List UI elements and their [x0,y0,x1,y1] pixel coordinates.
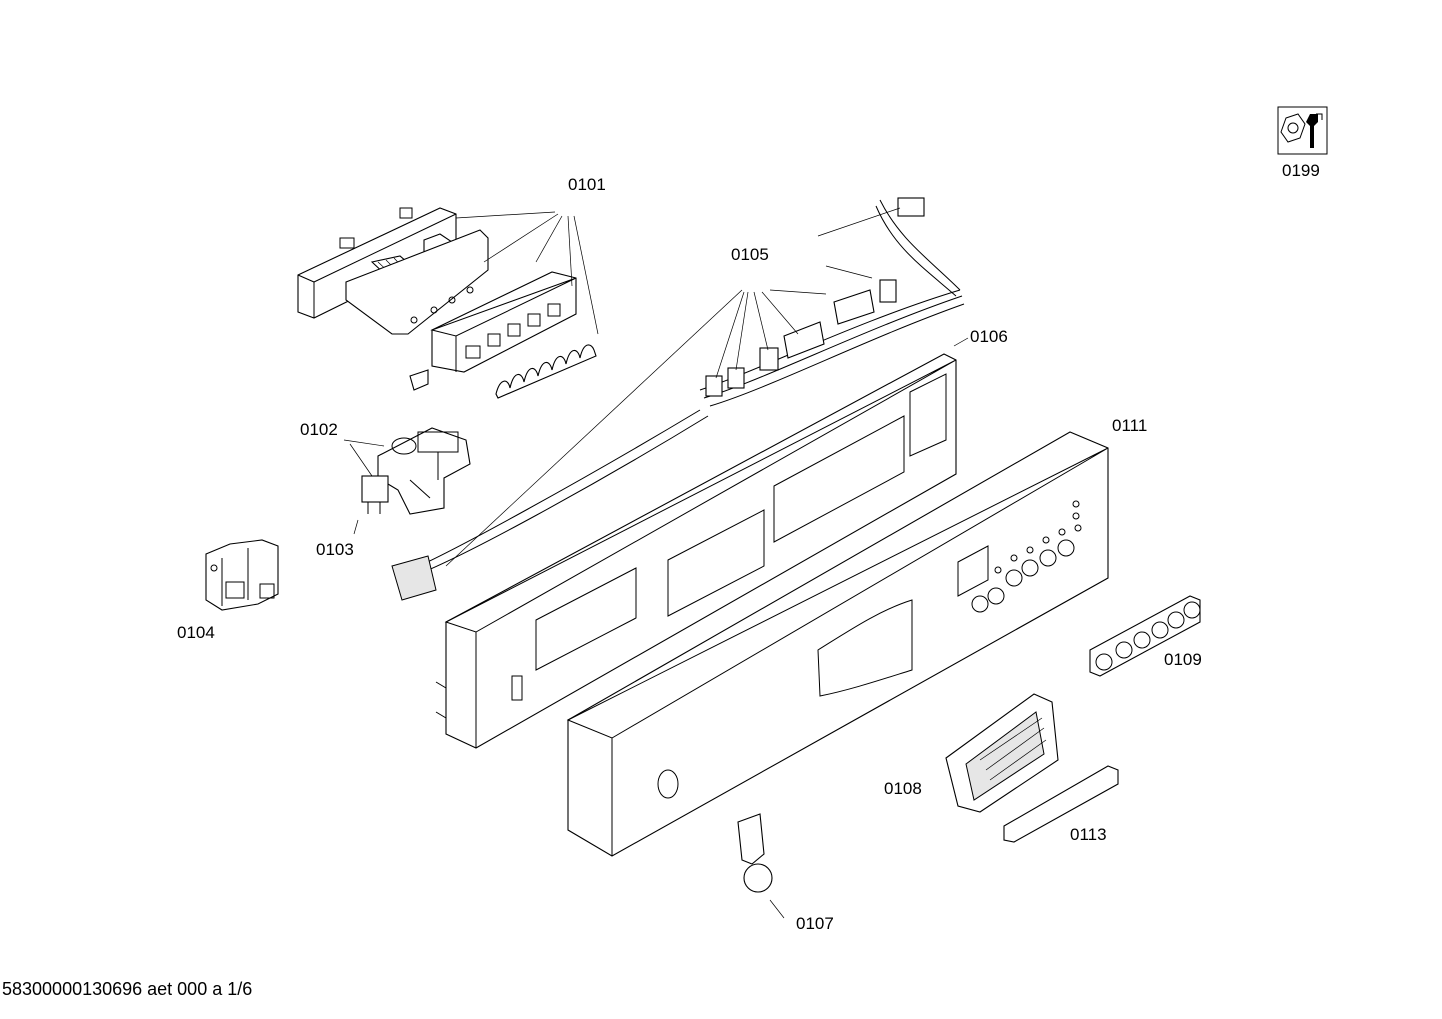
label-0113: 0113 [1070,825,1107,844]
label-0102: 0102 [300,420,338,439]
part-0104-pressure-switch [205,539,279,611]
label-0109: 0109 [1164,650,1202,669]
document-reference-footer: 58300000130696 aet 000 a 1/6 [2,979,253,999]
part-0101-control-module [297,207,599,399]
part-0113-trim-strip [1003,765,1119,843]
hex-nut-wrench-icon [1277,106,1328,155]
part-0107-latch-actuator [737,813,785,919]
label-0104: 0104 [177,623,215,642]
part-0111-front-panel [566,431,1109,857]
label-0111: 0111 [1112,416,1147,435]
label-0199: 0199 [1282,161,1320,180]
part-0103-lock-switch [353,475,389,535]
part-0109-button-strip [1089,595,1201,677]
label-0105: 0105 [731,245,769,264]
label-0106: 0106 [970,327,1008,346]
label-0108: 0108 [884,779,922,798]
label-0103: 0103 [316,540,354,559]
label-0101: 0101 [568,175,606,194]
label-0107: 0107 [796,914,834,933]
part-0108-door-handle [945,693,1059,813]
part-0105-wiring-harness [391,197,965,601]
part-0106-control-panel-frame [435,337,969,749]
